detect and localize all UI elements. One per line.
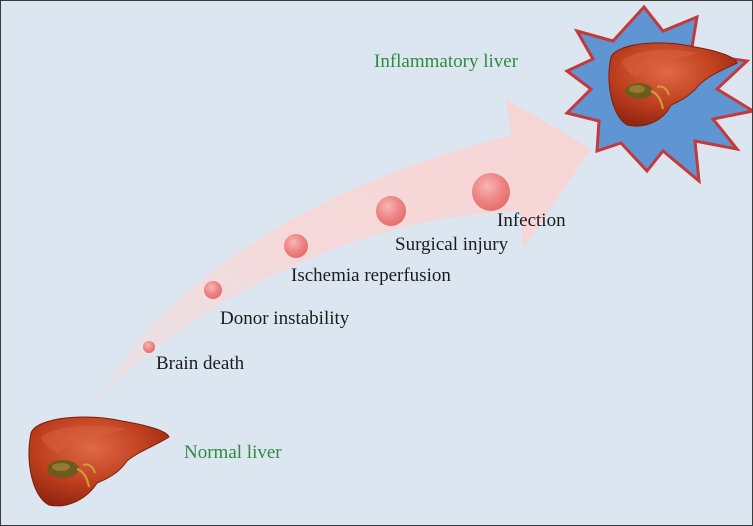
normal-liver-label: Normal liver xyxy=(184,442,282,464)
stage-label-donor-instability: Donor instability xyxy=(220,308,349,330)
stage-dot-infection xyxy=(472,173,510,211)
stage-dot-ischemia-reperfusion xyxy=(284,234,308,258)
stage-label-infection: Infection xyxy=(497,210,566,232)
inflammatory-liver-image xyxy=(567,7,752,181)
stage-label-ischemia-reperfusion: Ischemia reperfusion xyxy=(291,265,451,287)
normal-liver-image xyxy=(29,417,169,506)
stage-label-brain-death: Brain death xyxy=(156,353,244,375)
stage-dot-surgical-injury xyxy=(376,196,406,226)
inflammatory-liver-label: Inflammatory liver xyxy=(374,51,518,73)
stage-label-surgical-injury: Surgical injury xyxy=(395,234,508,256)
stage-dot-brain-death xyxy=(143,341,155,353)
stage-dot-donor-instability xyxy=(204,281,222,299)
